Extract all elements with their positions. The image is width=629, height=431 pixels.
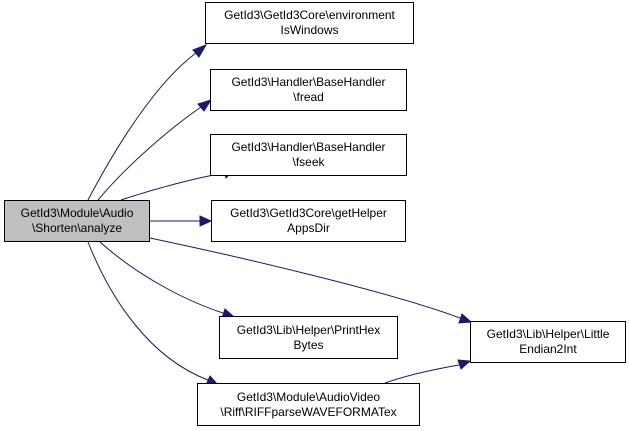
node-label-line: Endian2Int <box>519 342 577 356</box>
node-label-line: \Riff\RIFFparseWAVEFORMATex <box>220 404 397 419</box>
node-label-line: \Shorten\analyze <box>31 221 123 235</box>
arrowhead-little-endian-a <box>458 313 473 324</box>
node-label-line: GetId3\Handler\BaseHandler <box>231 75 386 89</box>
node-label-line: \fread <box>293 90 324 104</box>
arrowhead-helper-apps <box>199 215 213 227</box>
arrowhead-fread <box>197 99 213 112</box>
node-label-line: \fseek <box>292 155 325 169</box>
edge-analyze-to-print-hex <box>99 241 224 314</box>
edge-riff-parse-to-little-endian <box>384 364 460 384</box>
node-label-line: GetId3\Handler\BaseHandler <box>231 140 386 154</box>
edge-analyze-to-fseek <box>120 172 225 201</box>
arrowhead-environment <box>192 44 208 58</box>
node-label-line: AppsDir <box>287 221 330 235</box>
edge-analyze-to-environment <box>87 52 197 201</box>
node-environment-is-windows[interactable]: GetId3\GetId3Core\environment IsWindows <box>205 2 414 44</box>
arrowhead-little-endian-b <box>457 359 472 370</box>
edge-analyze-to-fread <box>97 106 202 201</box>
node-little-endian-2-int[interactable]: GetId3\Lib\Helper\Little Endian2Int <box>470 321 626 363</box>
node-label-line: GetId3\Module\Audio <box>20 206 134 220</box>
node-label-line: GetId3\Lib\Helper\Little <box>486 327 610 341</box>
node-label-line: Bytes <box>293 337 324 352</box>
node-label-line: GetId3\GetId3Core\environment <box>224 8 395 22</box>
node-riff-parse-waveformatex[interactable]: GetId3\Module\AudioVideo \Riff\RIFFparse… <box>197 383 420 426</box>
edge-analyze-to-riff-parse <box>87 241 209 381</box>
node-print-hex-bytes[interactable]: GetId3\Lib\Helper\PrintHex Bytes <box>219 316 398 359</box>
edge-analyze-to-little-endian <box>149 237 461 319</box>
node-label-line: GetId3\GetId3Core\getHelper <box>230 206 387 220</box>
node-label-line: GetId3\Lib\Helper\PrintHex <box>236 322 381 337</box>
node-shorten-analyze: GetId3\Module\Audio \Shorten\analyze <box>4 200 150 242</box>
node-label-line: IsWindows <box>280 23 339 37</box>
node-base-handler-fseek[interactable]: GetId3\Handler\BaseHandler \fseek <box>210 134 407 176</box>
node-label-line: GetId3\Module\AudioVideo <box>236 389 381 404</box>
node-base-handler-fread[interactable]: GetId3\Handler\BaseHandler \fread <box>210 69 407 111</box>
node-get-helper-apps-dir[interactable]: GetId3\GetId3Core\getHelper AppsDir <box>211 200 406 242</box>
